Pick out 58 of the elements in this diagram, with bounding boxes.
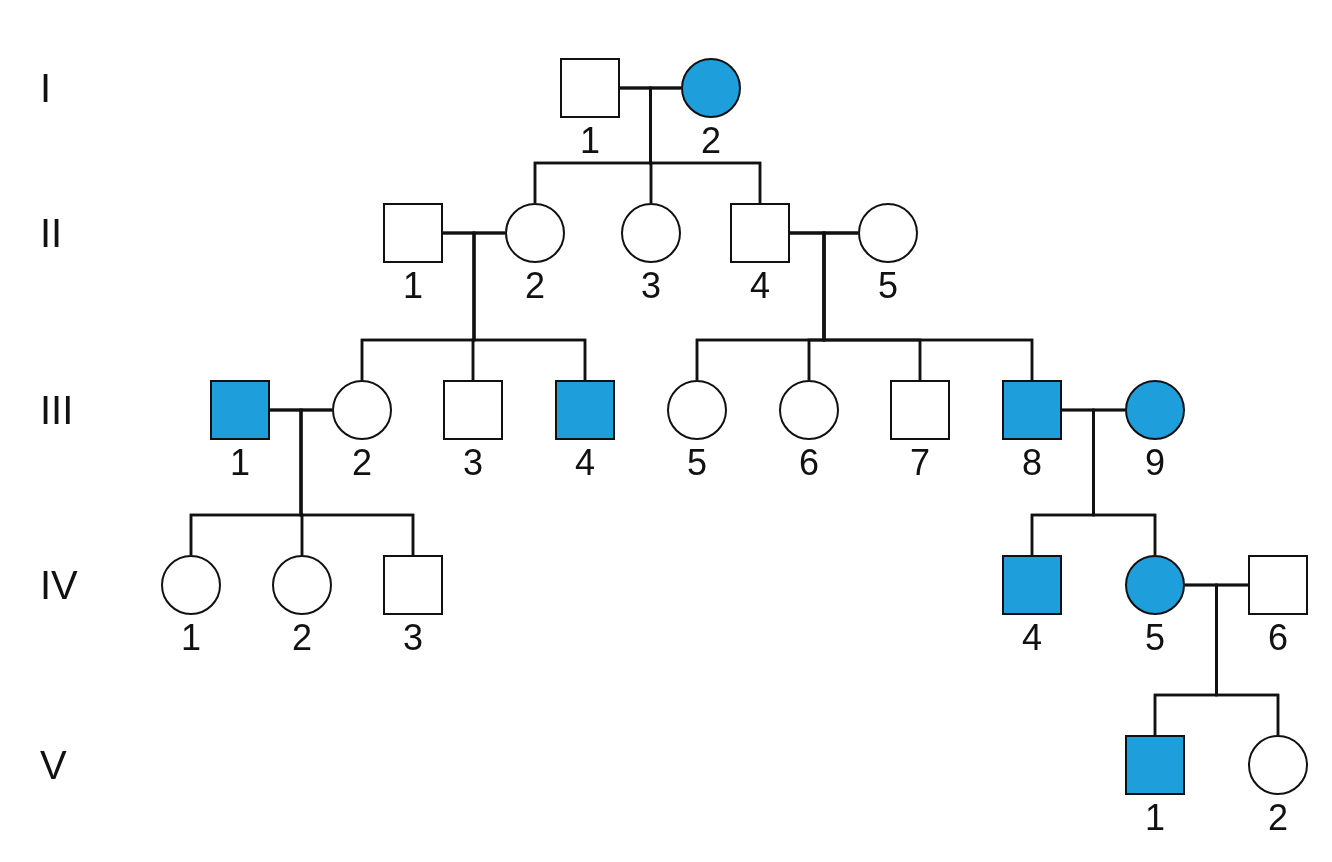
generation-label: II xyxy=(40,213,63,253)
individual-number: 1 xyxy=(229,445,251,481)
affected-male-symbol xyxy=(555,380,615,440)
affected-male-symbol xyxy=(1002,555,1062,615)
individual-number: 5 xyxy=(877,268,899,304)
individual-number: 5 xyxy=(686,445,708,481)
generation-label: IV xyxy=(40,565,78,605)
unaffected-female-symbol xyxy=(505,203,565,263)
individual-number: 2 xyxy=(351,445,373,481)
unaffected-male-symbol xyxy=(730,203,790,263)
individual-number: 6 xyxy=(1267,620,1289,656)
generation-label: V xyxy=(40,745,67,785)
unaffected-female-symbol xyxy=(161,555,221,615)
unaffected-male-symbol xyxy=(383,555,443,615)
descent-line xyxy=(472,231,587,380)
affected-male-symbol xyxy=(1002,380,1062,440)
individual-number: 3 xyxy=(462,445,484,481)
individual-number: 1 xyxy=(579,123,601,159)
individual-number: 1 xyxy=(402,268,424,304)
affected-female-symbol xyxy=(1125,380,1185,440)
individual-number: 2 xyxy=(524,268,546,304)
individual-number: 2 xyxy=(291,620,313,656)
individual-number: 1 xyxy=(1144,800,1166,836)
generation-label: III xyxy=(40,390,74,430)
descent-line xyxy=(1092,408,1157,555)
descent-line xyxy=(1215,583,1280,735)
affected-female-symbol xyxy=(1125,555,1185,615)
individual-number: 4 xyxy=(1021,620,1043,656)
affected-male-symbol xyxy=(210,380,270,440)
descent-line xyxy=(299,408,415,555)
affected-female-symbol xyxy=(681,58,741,118)
individual-number: 8 xyxy=(1021,445,1043,481)
generation-label: I xyxy=(40,68,52,108)
unaffected-female-symbol xyxy=(667,380,727,440)
descent-line xyxy=(649,86,762,203)
individual-number: 3 xyxy=(640,268,662,304)
unaffected-female-symbol xyxy=(858,203,918,263)
affected-male-symbol xyxy=(1125,735,1185,795)
individual-number: 5 xyxy=(1144,620,1166,656)
individual-number: 1 xyxy=(180,620,202,656)
individual-number: 2 xyxy=(700,123,722,159)
unaffected-female-symbol xyxy=(621,203,681,263)
individual-number: 4 xyxy=(749,268,771,304)
individual-number: 3 xyxy=(402,620,424,656)
individual-number: 4 xyxy=(574,445,596,481)
unaffected-male-symbol xyxy=(890,380,950,440)
unaffected-female-symbol xyxy=(332,380,392,440)
individual-number: 6 xyxy=(798,445,820,481)
individual-number: 2 xyxy=(1267,800,1289,836)
unaffected-male-symbol xyxy=(1248,555,1308,615)
individual-number: 7 xyxy=(909,445,931,481)
unaffected-male-symbol xyxy=(383,203,443,263)
unaffected-female-symbol xyxy=(779,380,839,440)
unaffected-female-symbol xyxy=(1248,735,1308,795)
unaffected-female-symbol xyxy=(272,555,332,615)
unaffected-male-symbol xyxy=(443,380,503,440)
unaffected-male-symbol xyxy=(560,58,620,118)
individual-number: 9 xyxy=(1144,445,1166,481)
